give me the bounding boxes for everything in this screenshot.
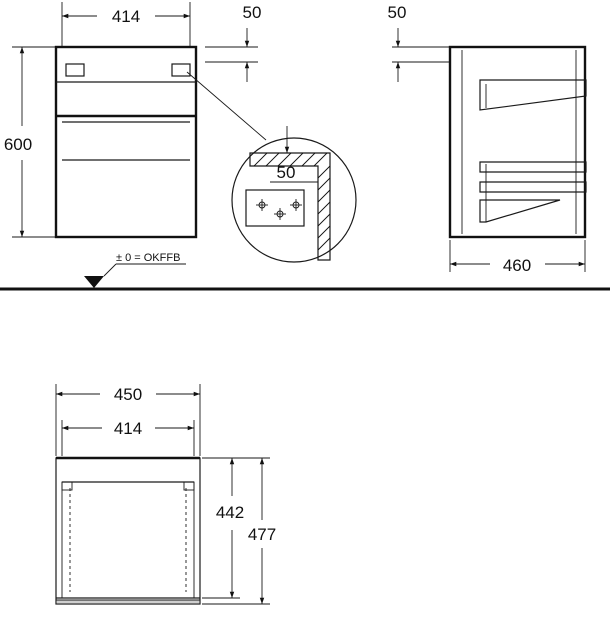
side-lower-drawer-mid — [479, 181, 587, 193]
plan-outer-outline — [55, 457, 201, 605]
detail-corner-profile — [249, 152, 331, 261]
side-offset-label: 50 — [388, 3, 407, 22]
side-lower-drawer-top — [479, 161, 587, 173]
level-leader — [103, 263, 117, 277]
level-triangle-icon — [84, 276, 104, 288]
detail-hatching — [253, 152, 331, 251]
front-offset-label: 50 — [243, 3, 262, 22]
side-cabinet-outline — [448, 45, 587, 239]
front-cabinet-outline — [54, 45, 198, 239]
plan-corner-left — [61, 481, 73, 491]
plan-inner-depth-label: 442 — [216, 503, 244, 522]
plan-outer-depth-label: 477 — [248, 525, 276, 544]
plan-front-panel — [55, 599, 201, 605]
plan-corner-right — [183, 481, 195, 491]
front-height-label: 600 — [4, 135, 32, 154]
detail-callout: 50 — [186, 71, 357, 263]
level-label: ± 0 = OKFFB — [116, 252, 180, 264]
front-view: 414 600 50 ± 0 = OKFFB — [4, 2, 262, 288]
detail-circle — [231, 137, 357, 263]
front-left-bracket — [65, 63, 85, 77]
plan-view: 450 414 442 477 — [55, 384, 276, 605]
detail-bracket-plate — [245, 189, 305, 227]
detail-leader — [186, 71, 267, 141]
side-lower-drawer-bottom — [479, 199, 561, 223]
side-upper-drawer — [479, 79, 587, 111]
side-view: 50 460 — [388, 3, 587, 275]
side-depth-label: 460 — [503, 256, 531, 275]
front-width-label: 414 — [112, 7, 140, 26]
detail-offset-label: 50 — [277, 163, 296, 182]
front-right-bracket — [171, 63, 191, 77]
plan-inner-width-label: 414 — [114, 419, 142, 438]
plan-outer-width-label: 450 — [114, 385, 142, 404]
